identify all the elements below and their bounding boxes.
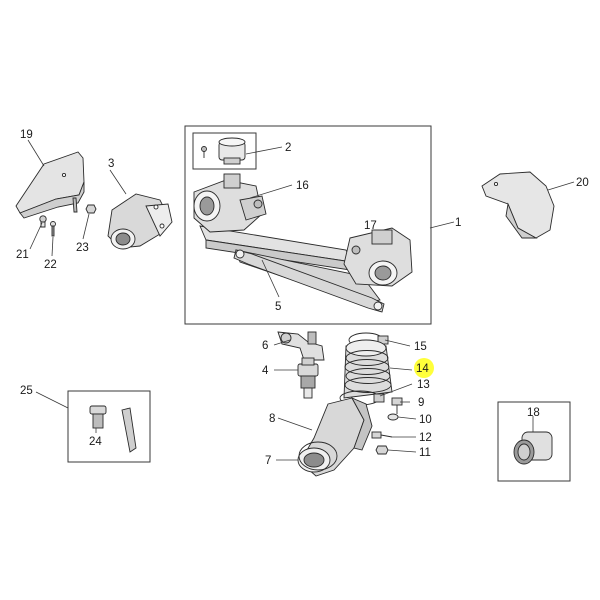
part-number-labels: 1 2 3 4 5 6 7 8 9 10 11 12 13 14 15 16 1… [16, 129, 589, 467]
label-part-4: 4 [262, 365, 269, 377]
label-part-10: 10 [419, 414, 432, 426]
label-part-20: 20 [576, 177, 589, 189]
leader-lines [27, 139, 575, 461]
frame-throttle-body-assembly [184, 125, 432, 325]
throttle-body-part-16 [193, 173, 267, 233]
label-part-23: 23 [76, 242, 89, 254]
clamp-part-7 [298, 441, 338, 471]
linkage-rod-part-5 [233, 249, 385, 313]
label-part-17: 17 [364, 220, 377, 232]
label-part-13: 13 [417, 379, 430, 391]
intake-manifold-part-3 [107, 193, 173, 250]
cover-part-20 [481, 171, 555, 239]
label-part-19: 19 [20, 129, 33, 141]
frame-part-25 [67, 390, 151, 463]
grommet-part-18 [513, 431, 553, 465]
label-part-5: 5 [275, 301, 281, 313]
washer-part-10 [387, 413, 399, 421]
rubber-hose-part-14 [343, 339, 393, 399]
label-part-1: 1 [455, 217, 461, 229]
part-14-highlight [414, 358, 434, 378]
label-part-16: 16 [296, 180, 309, 192]
washer-part-22 [50, 221, 56, 237]
label-part-9: 9 [418, 397, 424, 409]
screw-part-21 [39, 215, 47, 228]
label-part-21: 21 [16, 249, 29, 261]
label-part-24: 24 [89, 436, 102, 448]
nut-part-23 [85, 204, 97, 214]
label-part-7: 7 [265, 455, 271, 467]
nut-part-11 [375, 445, 389, 455]
fuel-rail-connector-part-6 [277, 331, 325, 361]
air-deflector-part-19 [15, 151, 85, 219]
injector-part-4 [297, 357, 319, 399]
screw-part-12 [371, 431, 393, 439]
sensor-part-2 [201, 137, 246, 165]
label-part-22: 22 [44, 259, 57, 271]
label-part-8: 8 [269, 413, 275, 425]
label-part-18: 18 [527, 407, 540, 419]
label-part-14: 14 [416, 363, 429, 375]
label-part-15: 15 [414, 341, 427, 353]
frame-part-18 [497, 401, 571, 482]
fitting-part-24 [89, 405, 107, 429]
hose-part-25 [121, 407, 137, 453]
label-part-12: 12 [419, 432, 432, 444]
label-part-2: 2 [285, 142, 291, 154]
bolt-part-9 [391, 397, 403, 414]
label-part-25: 25 [20, 385, 33, 397]
intake-elbow-part-8 [297, 397, 373, 477]
label-part-6: 6 [262, 340, 268, 352]
frame-part-2 [192, 132, 257, 170]
throttle-body-part-17 [343, 227, 413, 287]
label-part-11: 11 [419, 447, 431, 459]
label-part-3: 3 [108, 158, 114, 170]
